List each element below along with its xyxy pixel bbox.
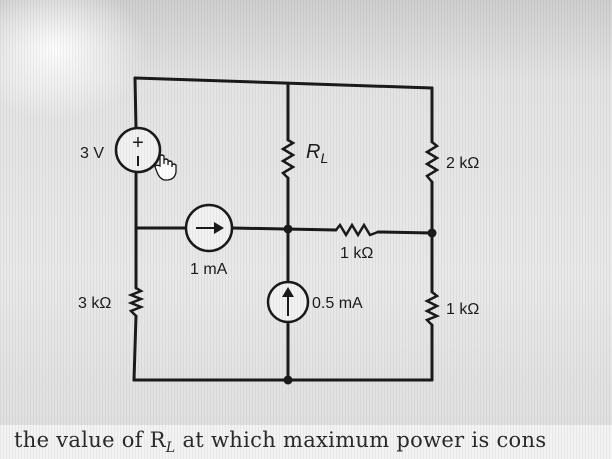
current-source-0p5ma xyxy=(266,280,310,324)
hand-cursor-icon xyxy=(154,154,177,181)
label-2k: 2 kΩ xyxy=(446,155,479,172)
wire-left-upper xyxy=(133,76,138,130)
label-rl-main: R xyxy=(306,141,320,163)
question-caption: the value of RL at which maximum power i… xyxy=(0,425,612,459)
label-1ma: 1 mA xyxy=(190,261,228,278)
circuit-diagram: + 3 V RL 2 kΩ 1 k xyxy=(78,76,479,385)
node-dot-bottom xyxy=(283,375,293,385)
caption-text: the value of R xyxy=(14,428,166,452)
label-3k: 3 kΩ xyxy=(78,295,111,312)
node-dot-middle xyxy=(283,224,293,234)
resistor-3k xyxy=(127,286,145,317)
voltage-source-plus-sign: + xyxy=(132,132,144,154)
current-source-1ma xyxy=(184,203,234,253)
wire-top xyxy=(133,76,434,90)
label-rl-sub: L xyxy=(320,150,328,166)
label-1k-bottom-right: 1 kΩ xyxy=(446,301,479,318)
label-rl: RL xyxy=(306,141,328,166)
resistor-1k-bottom-right xyxy=(424,291,441,326)
caption-sub: L xyxy=(165,440,176,457)
resistor-2k xyxy=(424,141,440,183)
caption-rest: at which maximum power is cons xyxy=(175,428,547,452)
node-dot-right xyxy=(427,228,437,238)
label-0p5ma: 0.5 mA xyxy=(312,295,363,312)
label-1k-middle: 1 kΩ xyxy=(340,245,373,262)
voltage-source-3v: + xyxy=(114,126,162,174)
wire-left-lower xyxy=(132,314,138,382)
resistor-1k-middle xyxy=(335,222,379,238)
resistor-rl xyxy=(280,138,296,179)
label-3v: 3 V xyxy=(80,145,104,162)
wire-mid-right xyxy=(376,230,434,235)
